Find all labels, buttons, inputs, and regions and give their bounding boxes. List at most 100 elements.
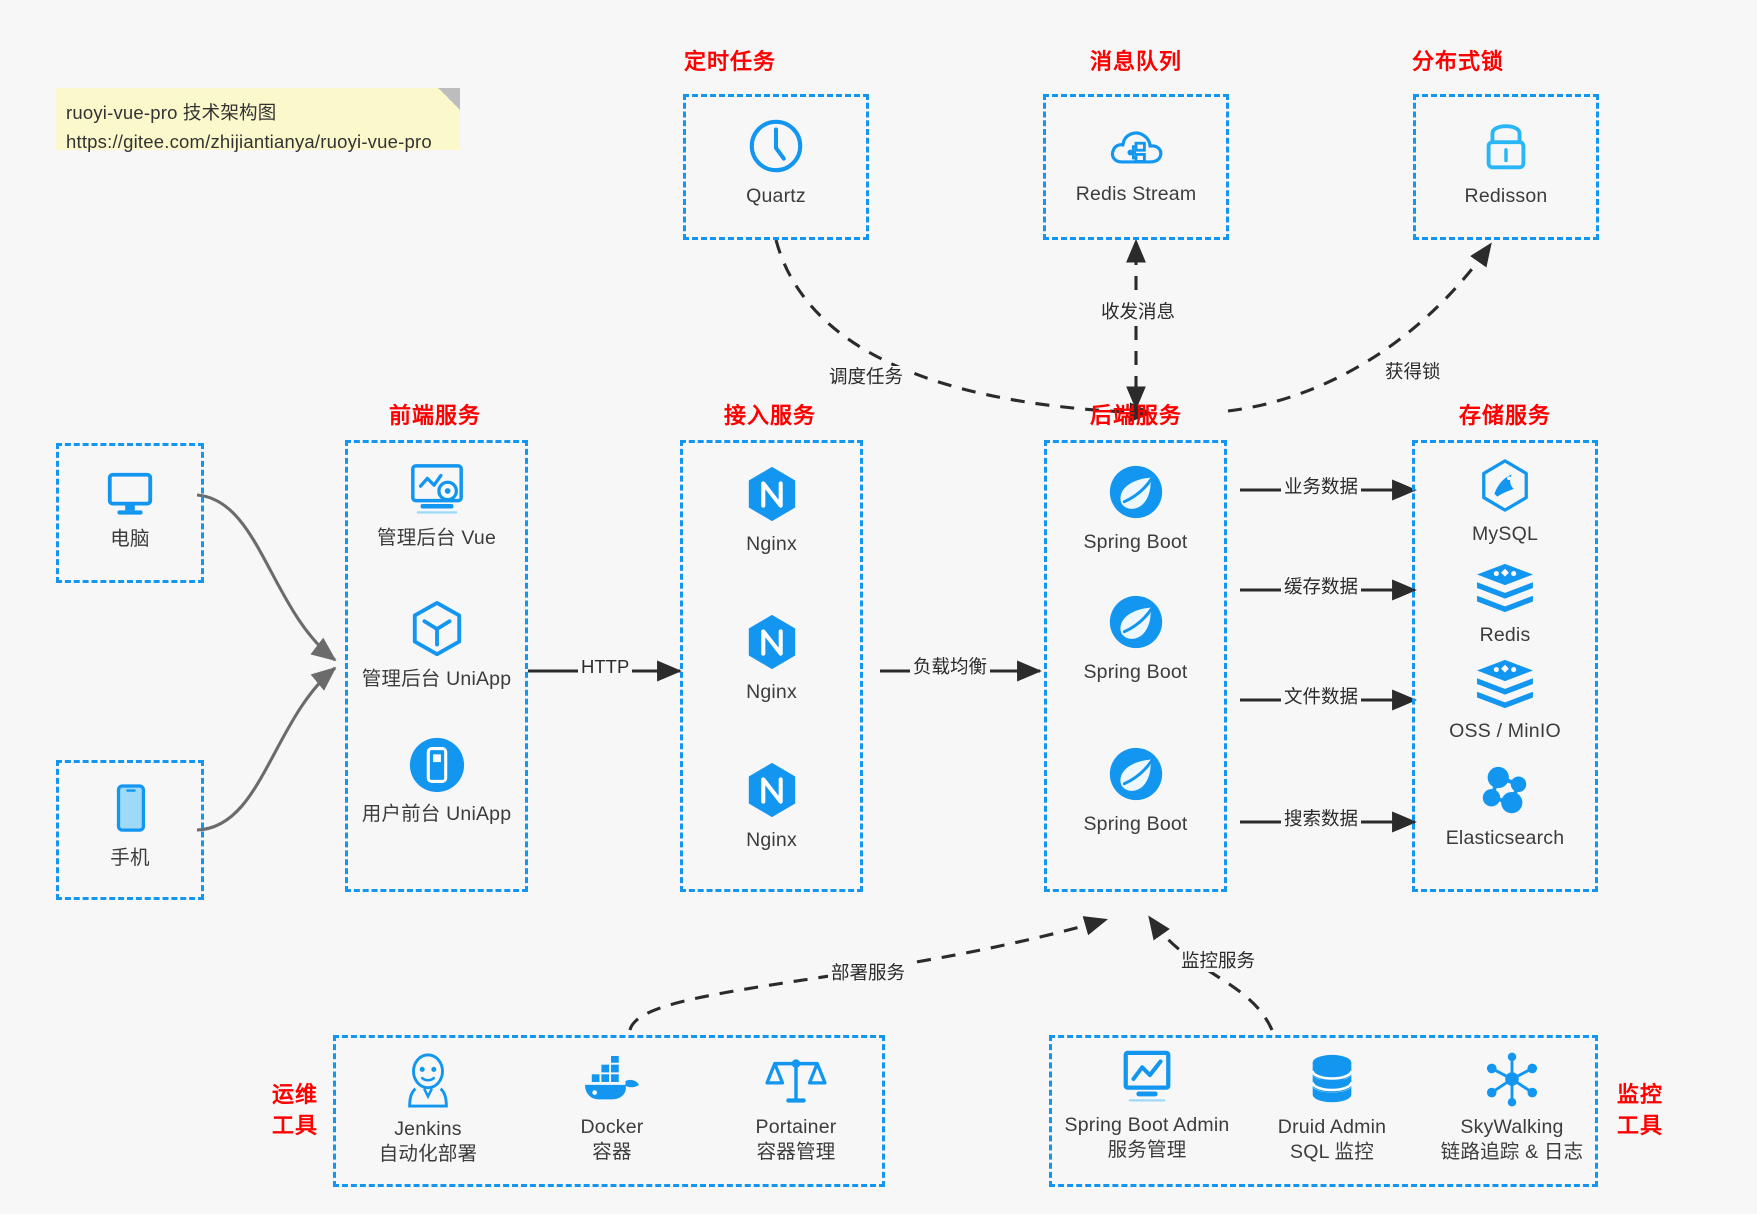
edge-label-schedule-task: 调度任务 [826, 366, 907, 388]
group-box-ops: Jenkins 自动化部署 Docker 容器 [333, 1035, 885, 1187]
group-title-ops-line2: 工具 [271, 1113, 318, 1138]
node-nginx-3[interactable]: Nginx [683, 759, 860, 853]
edge-label-load-balance: 负载均衡 [910, 656, 991, 678]
node-label: Spring Boot [1083, 661, 1188, 683]
node-skywalking[interactable]: SkyWalking 链路追踪 & 日志 [1412, 1052, 1612, 1165]
node-admin-vue[interactable]: 管理后台 Vue [348, 461, 525, 551]
node-docker[interactable]: Docker 容器 [520, 1056, 704, 1165]
group-title-frontend: 前端服务 [388, 403, 481, 428]
node-nginx-2[interactable]: Nginx [683, 611, 860, 705]
spring-boot-icon [1109, 465, 1162, 519]
node-admin-uniapp[interactable]: 管理后台 UniApp [348, 598, 525, 692]
node-label: Nginx [746, 681, 797, 703]
group-box-monitor: Spring Boot Admin 服务管理 Druid Admin SQL 监… [1049, 1035, 1598, 1187]
group-title-storage: 存储服务 [1458, 403, 1551, 428]
clock-icon [749, 119, 803, 173]
cloud-stream-icon [1110, 131, 1163, 164]
elasticsearch-icon [1482, 766, 1527, 814]
edge-label-monitor-service: 监控服务 [1178, 950, 1259, 972]
node-desc: 链路追踪 & 日志 [1440, 1141, 1584, 1163]
group-box-mobile-client: 手机 [56, 760, 204, 900]
node-spring-boot-3[interactable]: Spring Boot [1047, 743, 1224, 837]
node-user-uniapp[interactable]: 用户前台 UniApp [348, 735, 525, 827]
phone-icon [116, 784, 146, 832]
group-title-gateway: 接入服务 [723, 403, 816, 428]
group-box-gateway: Nginx Nginx Nginx [680, 440, 863, 892]
group-title-monitor-line2: 工具 [1616, 1113, 1663, 1138]
group-title-monitor-line1: 监控 [1616, 1082, 1663, 1107]
group-box-lock: Redisson [1413, 94, 1599, 240]
node-oss-minio[interactable]: OSS / MinIO [1415, 658, 1595, 744]
node-name: SkyWalking [1460, 1116, 1564, 1138]
node-label: Nginx [746, 533, 797, 555]
group-box-scheduler: Quartz [683, 94, 869, 240]
node-desc: 容器 [592, 1141, 632, 1163]
node-label: Elasticsearch [1445, 827, 1565, 849]
node-label: 管理后台 Vue [377, 527, 496, 549]
node-name: Druid Admin [1277, 1116, 1387, 1138]
group-title-ops-line1: 运维 [271, 1082, 318, 1107]
node-name: Docker [580, 1116, 644, 1138]
node-druid-admin[interactable]: Druid Admin SQL 监控 [1242, 1052, 1422, 1165]
node-label: Spring Boot [1083, 531, 1188, 553]
node-spring-boot-2[interactable]: Spring Boot [1047, 591, 1224, 685]
node-desc: 自动化部署 [378, 1143, 478, 1165]
edge-label-cache-data: 缓存数据 [1281, 576, 1362, 598]
node-portainer[interactable]: Portainer 容器管理 [704, 1052, 888, 1165]
node-mobile[interactable]: 手机 [59, 781, 201, 871]
nginx-icon [748, 614, 795, 670]
edge-label-deploy-service: 部署服务 [828, 962, 909, 984]
edge-label-acquire-lock: 获得锁 [1382, 361, 1444, 383]
node-label: Redisson [1464, 185, 1548, 207]
node-elasticsearch[interactable]: Elasticsearch [1415, 763, 1595, 851]
spring-boot-icon [1109, 747, 1162, 801]
node-label: 管理后台 UniApp [361, 668, 512, 690]
edge-label-business-data: 业务数据 [1281, 476, 1362, 498]
nginx-icon [748, 466, 795, 522]
note-url: https://gitee.com/zhijiantianya/ruoyi-vu… [66, 131, 432, 152]
node-name: Jenkins [394, 1118, 462, 1140]
node-label: Redis Stream [1075, 183, 1197, 205]
dashboard-gear-icon [410, 464, 463, 514]
node-spring-boot-admin[interactable]: Spring Boot Admin 服务管理 [1052, 1048, 1242, 1163]
spring-boot-icon [1109, 595, 1162, 649]
group-box-frontend: 管理后台 Vue 管理后台 UniApp 用户前台 UniApp [345, 440, 528, 892]
nginx-icon [748, 762, 795, 818]
note-fold-corner [438, 88, 460, 110]
edge-label-send-receive-message: 收发消息 [1098, 301, 1179, 323]
node-label: 手机 [110, 847, 150, 869]
group-box-mq: Redis Stream [1043, 94, 1229, 240]
mysql-icon [1482, 459, 1528, 512]
node-redis-stream[interactable]: Redis Stream [1046, 117, 1226, 207]
desktop-icon [107, 472, 153, 515]
node-label: Spring Boot [1083, 813, 1188, 835]
edge-label-http: HTTP [578, 656, 633, 678]
node-nginx-1[interactable]: Nginx [683, 463, 860, 557]
node-redisson[interactable]: Redisson [1416, 115, 1596, 209]
node-jenkins[interactable]: Jenkins 自动化部署 [336, 1050, 520, 1167]
node-redis[interactable]: Redis [1415, 562, 1595, 648]
node-name: Spring Boot Admin [1064, 1114, 1230, 1136]
node-desc: 服务管理 [1107, 1139, 1187, 1161]
monitor-chart-icon [1123, 1050, 1171, 1102]
group-title-ops: 运维 工具 [255, 1079, 335, 1141]
node-spring-boot-1[interactable]: Spring Boot [1047, 461, 1224, 555]
note-title: ruoyi-vue-pro 技术架构图 [66, 102, 277, 123]
lock-icon [1486, 124, 1526, 170]
group-title-scheduler: 定时任务 [683, 49, 776, 74]
node-mysql[interactable]: MySQL [1415, 457, 1595, 547]
node-quartz[interactable]: Quartz [686, 115, 866, 209]
node-desc: SQL 监控 [1290, 1141, 1374, 1163]
mobile-app-icon [409, 737, 464, 793]
database-icon [1311, 1054, 1353, 1103]
group-box-backend: Spring Boot Spring Boot Spring Boot [1044, 440, 1227, 892]
uniapp-cube-icon [412, 600, 461, 657]
group-title-lock: 分布式锁 [1411, 49, 1504, 74]
group-title-backend: 后端服务 [1089, 403, 1182, 428]
node-pc[interactable]: 电脑 [59, 468, 201, 552]
edge-label-search-data: 搜索数据 [1281, 808, 1362, 830]
group-box-storage: MySQL Redis OSS / MinIO [1412, 440, 1598, 892]
node-label: OSS / MinIO [1449, 720, 1561, 742]
node-label: 用户前台 UniApp [361, 803, 512, 825]
